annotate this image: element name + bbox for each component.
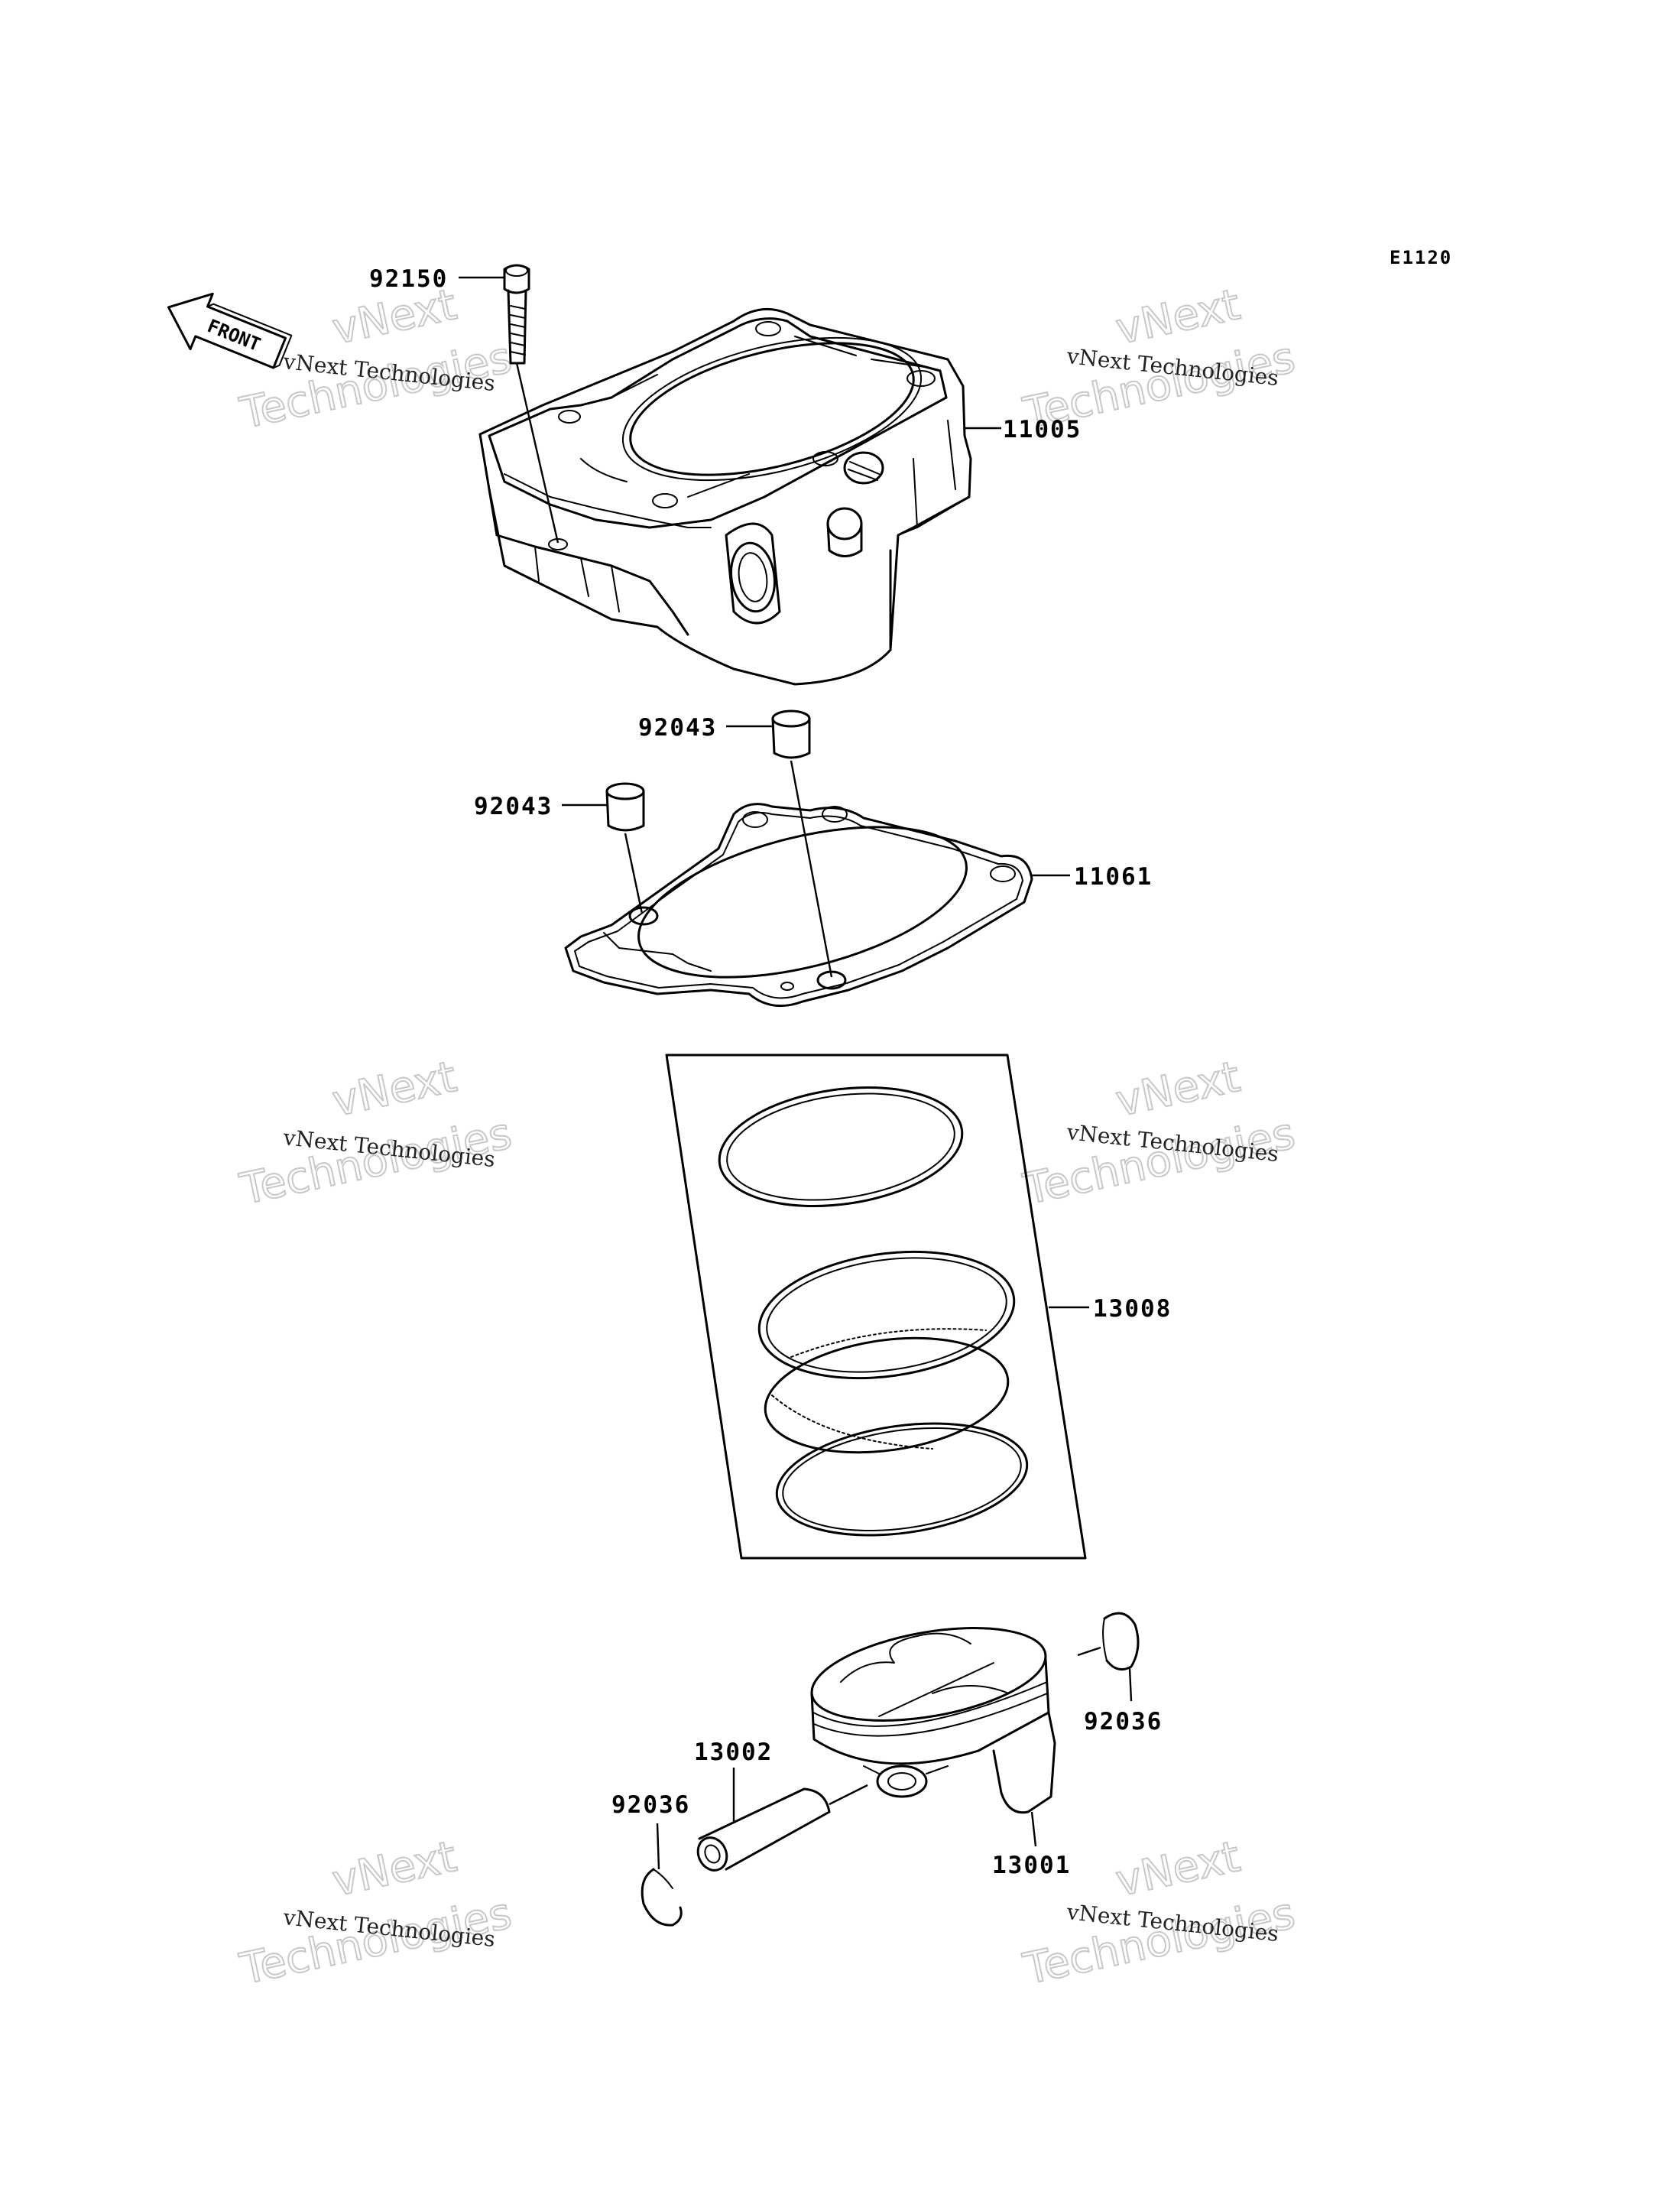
piston-13001	[810, 1627, 1056, 1847]
ring-set-13008	[665, 1054, 1087, 1560]
svg-text:vNext: vNext	[328, 1052, 461, 1127]
cylinder-11005	[478, 307, 972, 686]
diagram-code: E1120	[1390, 247, 1452, 268]
front-arrow-icon: FRONT	[167, 292, 293, 369]
label-92043-upper: 92043	[638, 714, 717, 742]
label-92043-lower: 92043	[474, 793, 553, 820]
label-13002: 13002	[694, 1739, 773, 1766]
watermark-top-right: vNext Technologies vNext Technologies	[1018, 279, 1299, 440]
circlip-92036-left	[641, 1823, 683, 1927]
label-13008: 13008	[1093, 1295, 1172, 1323]
svg-text:vNext: vNext	[1111, 1832, 1244, 1907]
label-11061: 11061	[1074, 863, 1153, 891]
label-92150: 92150	[369, 265, 448, 293]
svg-text:vNext: vNext	[1111, 280, 1244, 355]
piston-pin-13002	[696, 1768, 868, 1872]
watermark-bottom-left: vNext Technologies vNext Technologies	[235, 1831, 516, 1995]
gasket-11061	[564, 803, 1033, 1008]
label-11005: 11005	[1003, 416, 1082, 443]
svg-text:vNext: vNext	[328, 1832, 461, 1907]
dowel-92043-lower	[605, 782, 645, 914]
circlip-92036-right	[1077, 1612, 1140, 1702]
svg-text:vNext: vNext	[1111, 1052, 1244, 1127]
label-92036-left: 92036	[611, 1791, 690, 1819]
watermark-mid-right: vNext Technologies vNext Technologies	[1018, 1051, 1299, 1216]
label-92036-right: 92036	[1084, 1708, 1163, 1735]
watermark-mid-left: vNext Technologies vNext Technologies	[235, 1051, 516, 1216]
dowel-92043-upper	[771, 709, 833, 978]
bolt-92150	[503, 264, 559, 544]
label-13001: 13001	[992, 1852, 1071, 1879]
